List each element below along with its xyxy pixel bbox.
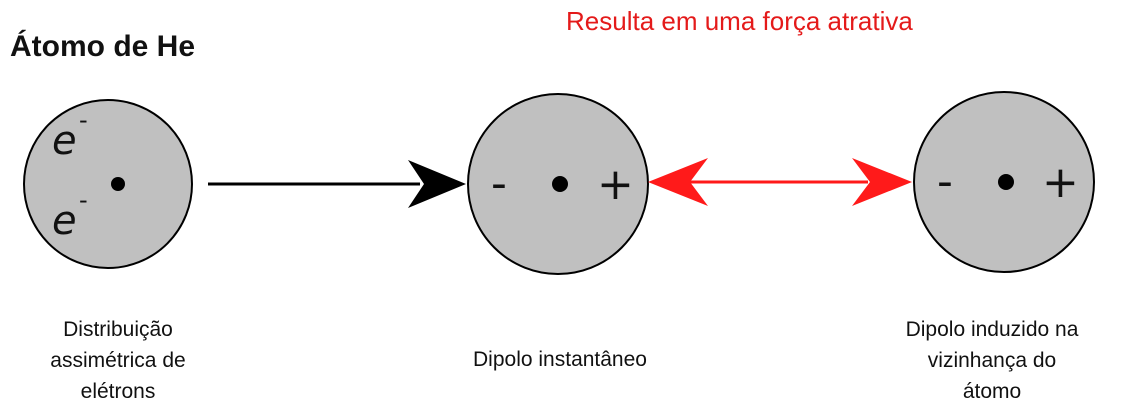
page-title: Átomo de He [10, 30, 196, 63]
electron-label-bottom: e [52, 198, 77, 244]
caption-instantaneous-dipole: Dipolo instantâneo [473, 348, 647, 371]
helium-atom-asymmetric: e - e - [23, 99, 193, 269]
attraction-arrow [648, 158, 912, 206]
nucleus-dot [998, 174, 1014, 190]
caption-induced-dipole: Dipolo induzido na vizinhança do átomo [905, 318, 1079, 403]
electron-charge-top: - [79, 106, 88, 134]
helium-atom-induced-dipole: - + [913, 91, 1095, 273]
electron-charge-bottom: - [79, 186, 88, 214]
positive-pole-sign: + [597, 159, 634, 210]
attractive-force-label: Resulta em uma força atrativa [566, 6, 913, 36]
nucleus-dot [111, 177, 125, 191]
induction-arrow [208, 160, 466, 208]
electron-label-top: e [52, 118, 77, 164]
caption-asymmetric-distribution: Distribuição assimétrica de elétrons [50, 318, 186, 403]
negative-pole-sign: - [937, 156, 953, 207]
helium-atom-instantaneous-dipole: - + [467, 93, 649, 275]
atom-sphere [23, 99, 193, 269]
nucleus-dot [552, 176, 568, 192]
positive-pole-sign: + [1042, 157, 1079, 208]
negative-pole-sign: - [491, 158, 507, 209]
